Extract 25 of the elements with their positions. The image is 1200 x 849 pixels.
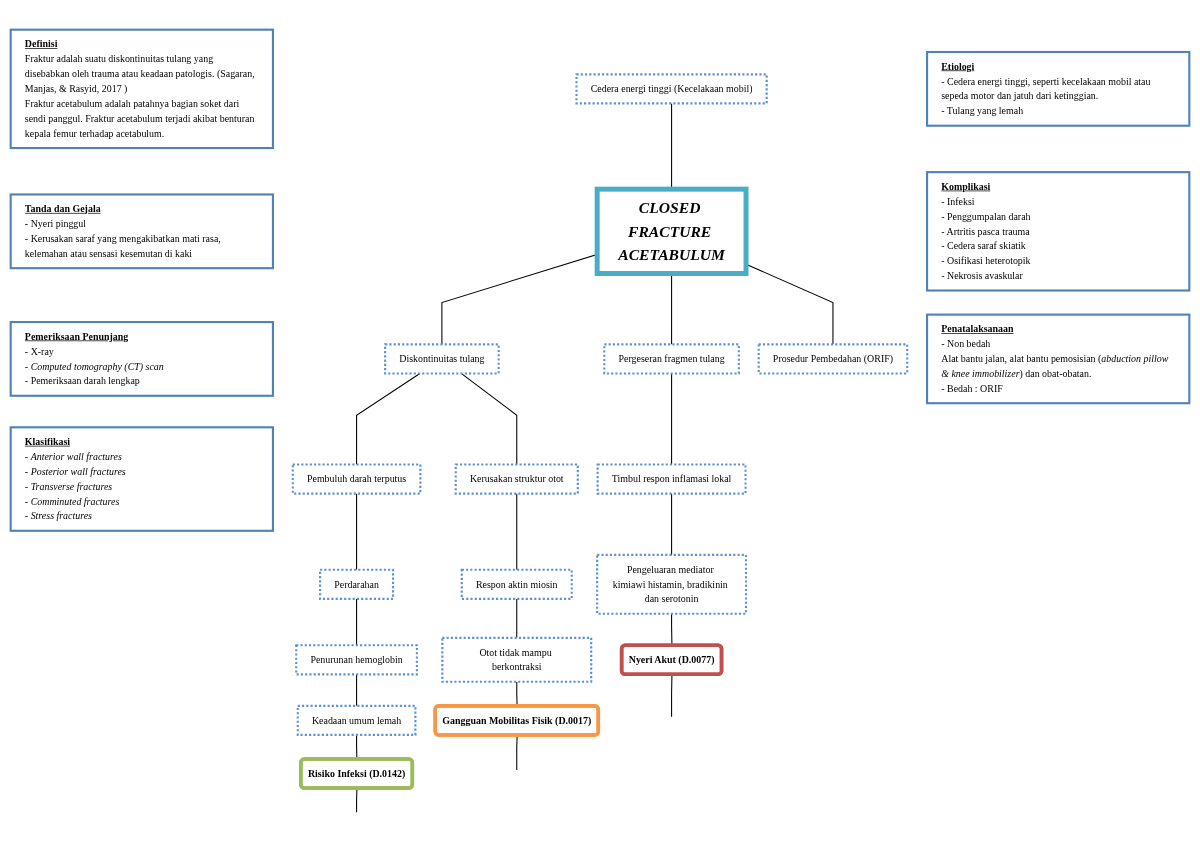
node-box: Pengeluaran mediator kimiawi histamin, bradikinin dan serotonin	[596, 553, 748, 615]
node-box: Penurunan hemoglobin	[295, 644, 418, 676]
connector	[516, 734, 518, 771]
node-box: Komplikasi - Infeksi - Penggumpalan darah - Artritis pasca trauma - Cedera saraf skiatik - Osifikasi heterotopik - Nekrosis avaskular	[926, 171, 1191, 292]
node-box: Respon aktin miosin	[460, 568, 573, 600]
node-box: Klasifikasi - Anterior wall fractures - Posterior wall fractures - Transverse fractures - Comminuted fractures - Stress fractures	[9, 426, 274, 532]
node-box: CLOSED FRACTURE ACETABULUM	[594, 186, 749, 276]
node-box: Timbul respon inflamasi lokal	[596, 463, 747, 495]
node-box: Cedera energi tinggi (Kecelakaan mobil)	[575, 73, 768, 105]
node-box: Pemeriksaan Penunjang - X-ray - Computed tomography (CT) scan - Pemeriksaan darah lengkap	[9, 321, 274, 397]
connector	[356, 734, 358, 760]
node-box: Etiologi - Cedera energi tinggi, seperti kecelakaan mobil atau sepeda motor dan jatuh dari ketinggian. - Tulang yang lemah	[926, 50, 1191, 127]
node-box: Diskontinuitas tulang	[384, 343, 500, 375]
node-box: Penatalaksanaan - Non bedah Alat bantu jalan, alat bantu pemosisian (abduction pillow & knee immobilizer) dan obat-obatan. - Bedah : ORIF	[926, 313, 1191, 405]
node-box: Pergeseran fragmen tulang	[603, 343, 740, 375]
connector	[356, 598, 358, 646]
node-box: Pembuluh darah terputus	[291, 463, 422, 495]
node-box: Definisi Fraktur adalah suatu diskontinuitas tulang yang disebabkan oleh trauma atau keadaan patologis. (Sagaran, Manjas, & Rasyid, 2017 ) Fraktur acetabulum adalah patahnya bagian soket dari sendi panggul. Fraktur acetabulum terjadi akibat benturan kepala femur terhadap acetabulum.	[9, 28, 274, 150]
node-box: Perdarahan	[319, 568, 395, 600]
node-box: Tanda dan Gejala - Nyeri pinggul - Kerusakan saraf yang mengakibatkan mati rasa, kelemahan atau sensasi kesemutan di kaki	[9, 193, 274, 270]
node-box: Keadaan umum lemah	[296, 704, 417, 736]
node-box: Kerusakan struktur otot	[454, 463, 579, 495]
node-box: Prosedur Pembedahan (ORIF)	[757, 343, 909, 375]
connector	[671, 674, 673, 718]
node-box: Otot tidak mampu berkontraksi	[441, 636, 593, 683]
